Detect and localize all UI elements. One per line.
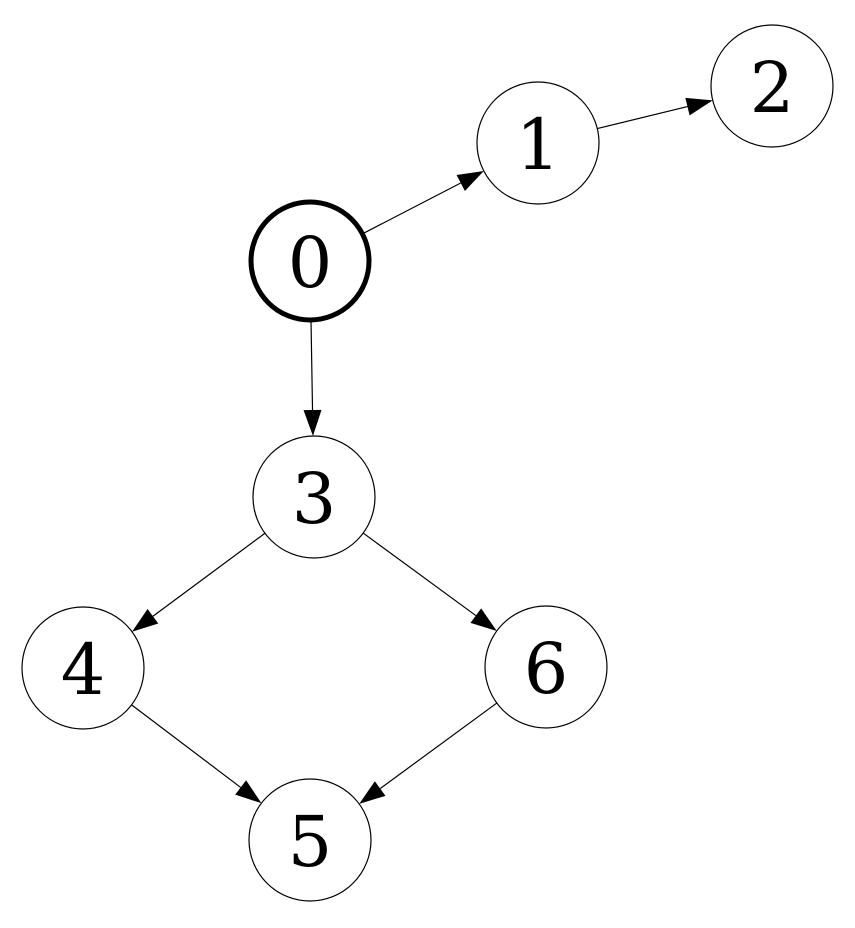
root-node-circle <box>248 199 372 323</box>
node-circle <box>710 24 834 148</box>
arrowhead <box>456 171 484 191</box>
edge-line <box>363 182 462 234</box>
edge-line <box>310 321 314 411</box>
node-label: 4 <box>61 629 106 711</box>
edge-line <box>597 106 688 130</box>
node-2: 2 <box>710 24 834 148</box>
node-circle <box>484 605 608 729</box>
edge-0-to-1 <box>363 171 484 234</box>
edge-6-to-5 <box>359 702 498 804</box>
node-circle <box>21 606 145 730</box>
arrowhead <box>235 780 262 804</box>
node-1: 1 <box>476 81 600 205</box>
arrowhead <box>685 97 713 116</box>
edge-3-to-4 <box>132 532 266 632</box>
node-circle <box>476 81 600 205</box>
node-label: 3 <box>292 458 337 540</box>
arrowhead <box>303 409 322 437</box>
edge-1-to-2 <box>597 97 713 130</box>
node-label: 6 <box>524 628 569 710</box>
edge-line <box>152 532 266 617</box>
edge-4-to-5 <box>131 704 262 804</box>
edge-line <box>379 702 498 790</box>
node-label: 5 <box>288 801 333 883</box>
node-5: 5 <box>248 778 372 902</box>
node-circle <box>252 435 376 559</box>
edge-layer <box>131 97 713 804</box>
node-label: 1 <box>516 104 561 186</box>
arrowhead <box>359 781 386 804</box>
node-6: 6 <box>484 605 608 729</box>
arrowhead <box>470 608 497 631</box>
edge-line <box>131 704 242 788</box>
edge-0-to-3 <box>303 321 322 437</box>
node-layer: 0 1 2 3 4 5 6 <box>21 24 834 902</box>
node-label: 0 <box>288 222 333 304</box>
node-label: 2 <box>750 47 795 129</box>
node-4: 4 <box>21 606 145 730</box>
arrowhead <box>132 609 159 632</box>
node-3: 3 <box>252 435 376 559</box>
edge-line <box>362 532 477 617</box>
node-circle <box>248 778 372 902</box>
node-0: 0 <box>248 199 372 323</box>
edge-3-to-6 <box>362 532 497 631</box>
